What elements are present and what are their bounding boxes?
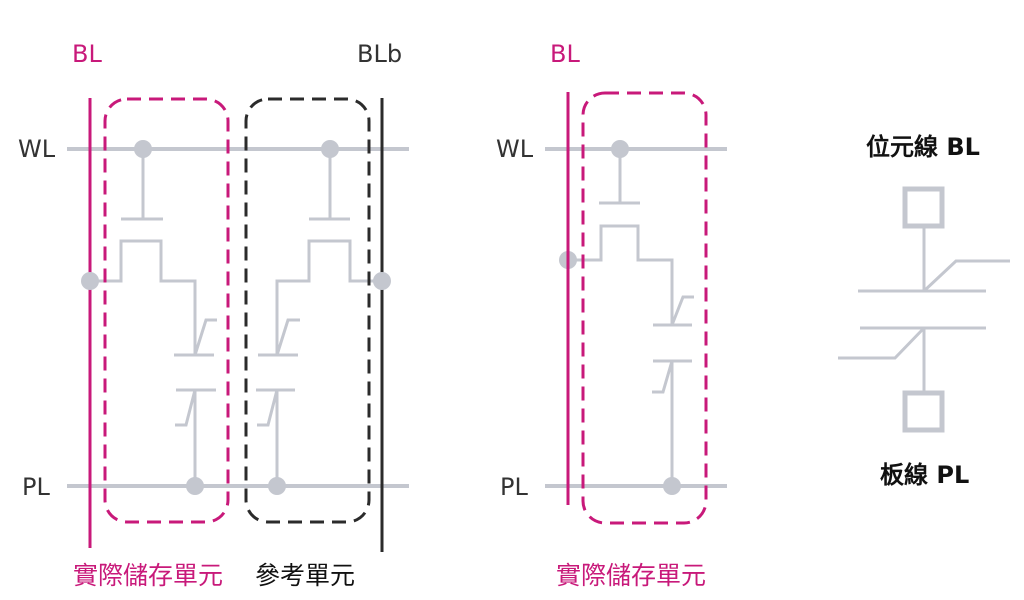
left-storage-cell-caption: 實際儲存單元	[73, 561, 223, 590]
legend: 位元線 BL 板線 PL	[838, 133, 1010, 489]
reference-cell-caption: 參考單元	[255, 561, 355, 590]
reference-cell-circuit	[256, 140, 391, 495]
legend-plateline-label: 板線 PL	[880, 461, 969, 489]
ref-transistor-channel	[275, 239, 382, 355]
middle-bl-label: BL	[550, 40, 580, 68]
left-schematic: BL BLb WL PL	[18, 40, 409, 590]
bl-terminal-icon	[902, 186, 945, 229]
left-blb-label: BLb	[357, 40, 402, 68]
transistor-channel	[90, 239, 197, 355]
middle-wl-label: WL	[496, 135, 534, 163]
middle-schematic: BL WL PL 實際儲存單元	[496, 40, 727, 590]
middle-storage-cell-outline	[581, 91, 708, 525]
middle-pl-label: PL	[500, 473, 528, 501]
pl-node	[186, 477, 204, 495]
middle-storage-cell-caption: 實際儲存單元	[556, 561, 706, 590]
middle-transistor-channel	[568, 224, 674, 325]
storage-cell-outline	[103, 97, 230, 524]
bl-node	[81, 272, 99, 290]
reference-cell-outline	[244, 97, 371, 524]
middle-storage-cell-circuit	[559, 140, 694, 495]
left-bl-label: BL	[72, 40, 102, 68]
blb-node	[373, 272, 391, 290]
left-pl-label: PL	[22, 473, 50, 501]
legend-bitline-label: 位元線 BL	[866, 133, 980, 161]
ref-pl-node	[268, 477, 286, 495]
left-wl-label: WL	[18, 135, 56, 163]
middle-pl-node	[663, 477, 681, 495]
pl-terminal-icon	[902, 390, 945, 433]
ferroelectric-capacitor-icon	[838, 186, 1010, 433]
storage-cell-circuit	[81, 140, 217, 495]
